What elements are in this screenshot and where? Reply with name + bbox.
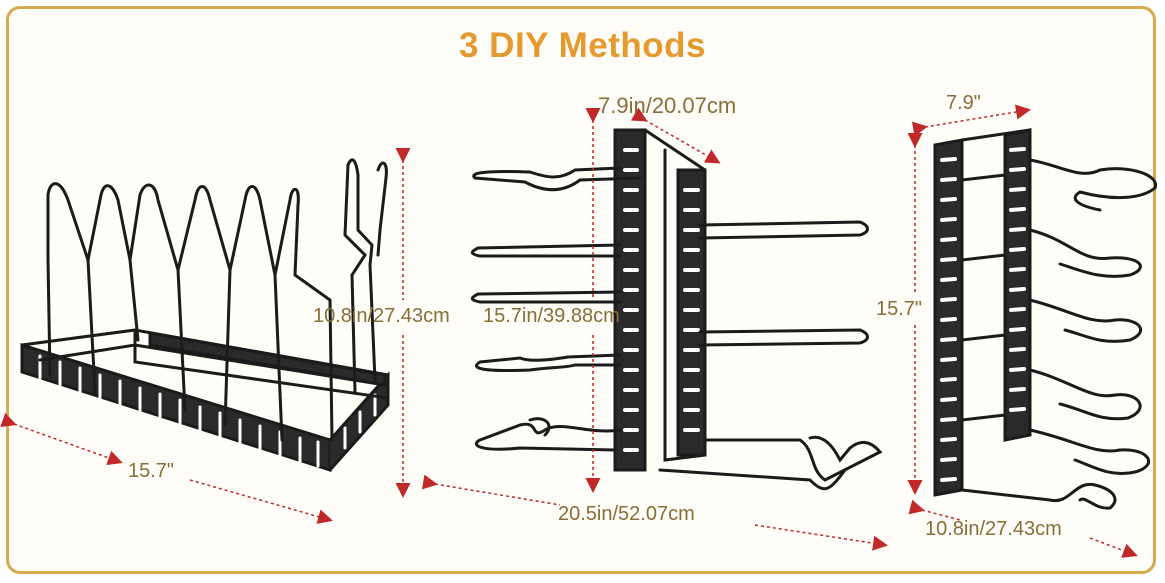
rack3-width-label: 10.8in/27.43cm xyxy=(925,518,1062,540)
rack2-width-arrow-right xyxy=(754,524,888,551)
rack2-width-label: 20.5in/52.07cm xyxy=(558,503,695,525)
page-title: 3 DIY Methods xyxy=(458,26,706,65)
rack3-width-arrow-left xyxy=(908,499,961,521)
rack2-depth-arrow xyxy=(630,107,721,164)
rack3-height-label: 15.7" xyxy=(876,298,923,320)
rack1-illustration xyxy=(20,158,390,473)
rack1-width-arrow-right xyxy=(189,479,333,524)
rack1-width-arrow-left xyxy=(0,412,123,466)
product-frame xyxy=(6,6,1156,574)
rack3-depth-arrow xyxy=(911,104,1031,137)
rack2-width-arrow-left xyxy=(421,474,561,506)
rack2-depth-label: 7.9in/20.07cm xyxy=(598,93,737,118)
rack3-width-arrow-right xyxy=(1089,537,1138,558)
rack3-depth-label: 7.9" xyxy=(946,92,981,114)
dimension-arrows xyxy=(0,104,1138,558)
rack1-width-label: 15.7" xyxy=(128,460,175,482)
rack2-height-label: 15.7in/39.88cm xyxy=(483,305,620,327)
rack1-height-label: 10.8in/27.43cm xyxy=(313,305,450,327)
rack2-illustration xyxy=(470,128,883,491)
rack3-illustration xyxy=(933,128,1157,510)
